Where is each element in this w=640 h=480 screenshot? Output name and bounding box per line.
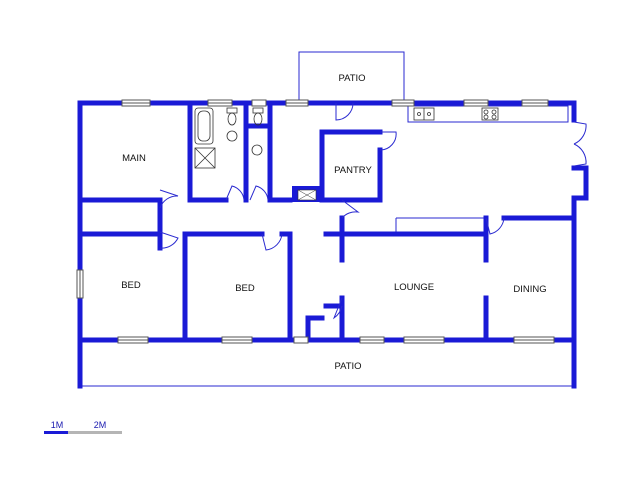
bathtub-icon: [194, 107, 214, 145]
top-patio-outline: [298, 51, 405, 103]
room-label-bed-center: BED: [235, 283, 255, 294]
room-label-patio-bottom: PATIO: [334, 361, 361, 372]
door-wc: [249, 185, 269, 201]
room-label-bed-left: BED: [121, 280, 141, 291]
window-wc-top: [251, 99, 267, 107]
room-label-main: MAIN: [122, 153, 146, 164]
basin-icon: [226, 130, 238, 142]
shower-icon: [194, 147, 216, 169]
kitchen-sink-icon: [413, 107, 435, 121]
room-label-lounge: LOUNGE: [394, 282, 434, 293]
window-passage-bottom: [293, 336, 309, 344]
door-right-french-a: [573, 121, 587, 145]
stove-icon: [481, 107, 499, 121]
doors: [159, 102, 587, 320]
toilet-icon: [226, 107, 264, 156]
scale-label-2m: 2M: [94, 420, 107, 430]
scale-segment-primary: [44, 431, 68, 434]
door-bed-left: [159, 231, 179, 249]
scale-label-1m: 1M: [51, 420, 64, 430]
door-bed-center: [261, 233, 283, 251]
door-right-french-b: [573, 143, 587, 167]
door-kitchen-passage: [341, 199, 360, 219]
door-front-entry: [332, 297, 343, 320]
fireplace-icon: [292, 186, 322, 202]
bottom-patio-outline: [79, 339, 575, 387]
kitchen-counter: [407, 105, 569, 123]
door-dining: [485, 217, 505, 235]
door-main-bed: [159, 189, 179, 209]
room-label-dining: DINING: [513, 284, 546, 295]
room-label-pantry: PANTRY: [334, 165, 372, 176]
scale-bar: 1M 2M: [44, 420, 122, 434]
room-label-patio-top: PATIO: [338, 73, 365, 84]
door-top-patio: [335, 102, 354, 121]
door-bath: [225, 185, 245, 201]
door-pantry: [379, 131, 397, 151]
windows: [76, 99, 555, 344]
walls: [77, 100, 589, 389]
scale-segment-secondary: [68, 431, 122, 434]
